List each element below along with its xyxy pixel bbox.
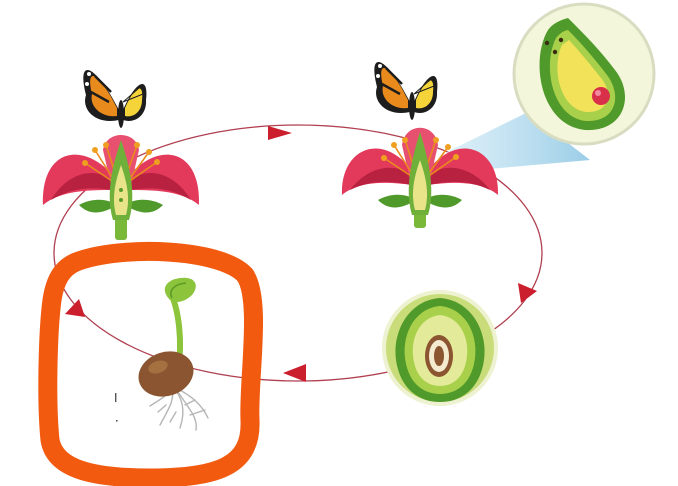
stray-mark: [116, 420, 118, 422]
fruit-cross-section-icon: [382, 290, 498, 406]
stray-mark: [115, 393, 117, 402]
arrow-head-right: [518, 283, 537, 303]
pollinated-flower-icon: [341, 61, 499, 228]
cycle-arrows: [65, 126, 537, 382]
highlight-circle: [38, 241, 264, 486]
arrow-head-left: [65, 299, 85, 317]
cycle-path: [53, 124, 543, 382]
arrow-head-top: [268, 126, 292, 140]
arrow-head-bottom: [283, 364, 306, 382]
flower-with-butterfly-icon: [42, 69, 200, 240]
ovary-cross-section-icon: [512, 2, 656, 146]
germinating-seed-icon: [138, 277, 209, 431]
